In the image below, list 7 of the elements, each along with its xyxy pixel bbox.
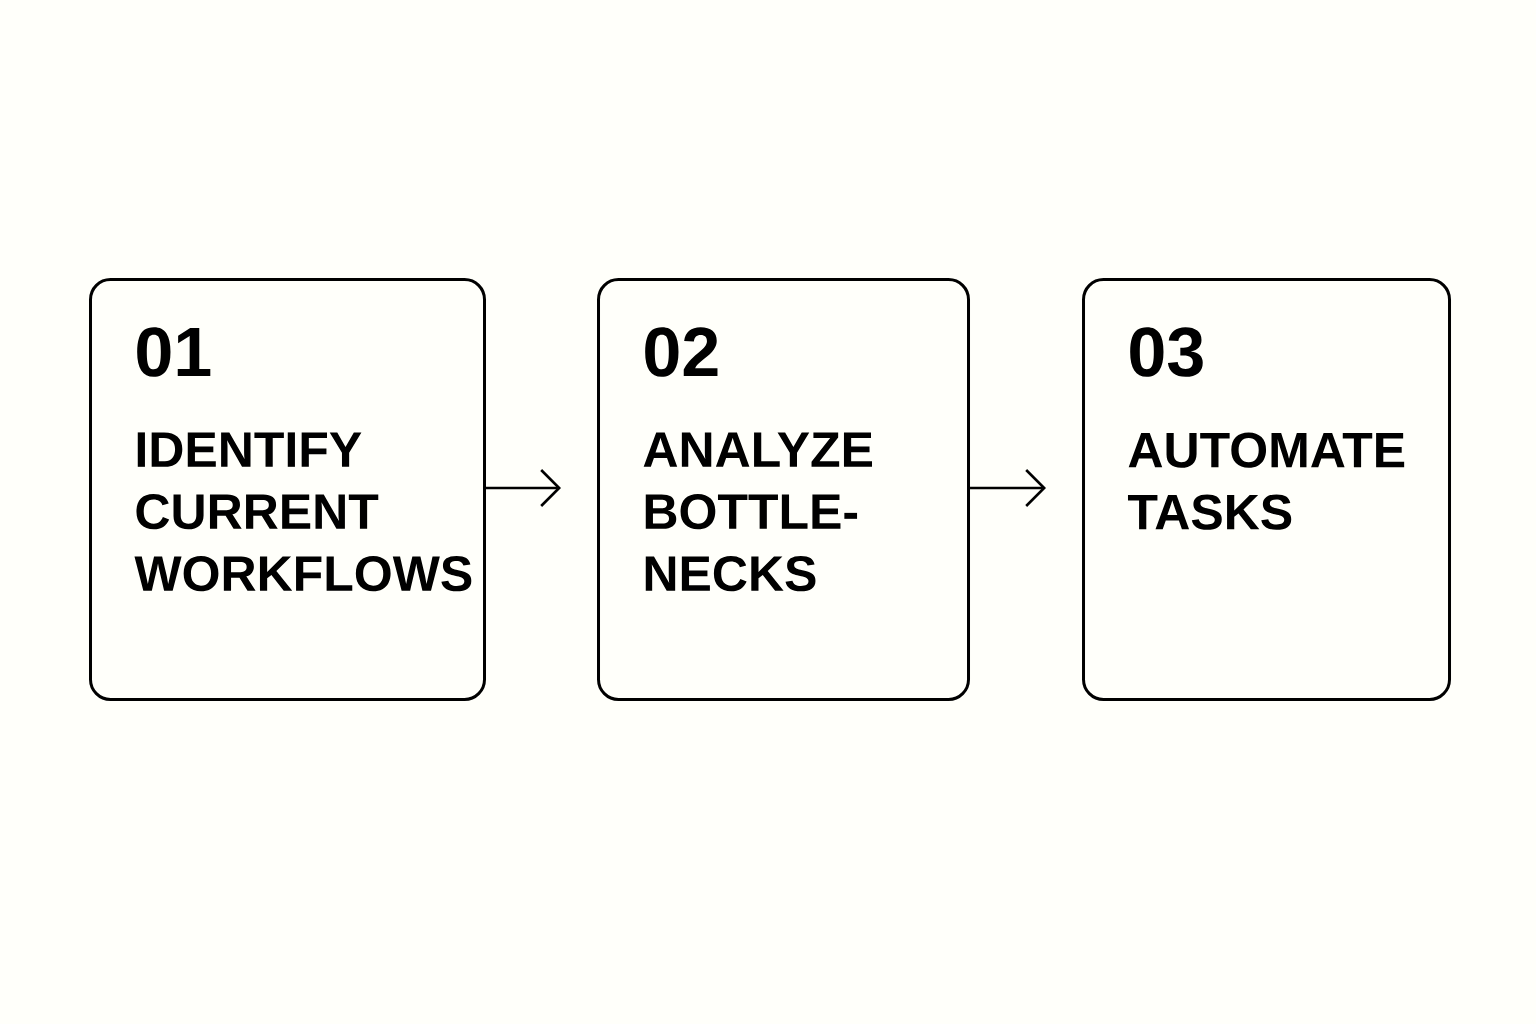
step-label: AUTOMATE TASKS xyxy=(1128,432,1405,530)
step-number: 03 xyxy=(1130,327,1203,377)
step-number: 01 xyxy=(137,327,211,377)
step-label: ANALYZE BOTTLE- NECKS xyxy=(643,432,872,592)
arrow xyxy=(970,469,1046,507)
step-number: 02 xyxy=(645,327,718,377)
step-label: IDENTIFY CURRENT WORKFLOWS xyxy=(134,432,472,592)
